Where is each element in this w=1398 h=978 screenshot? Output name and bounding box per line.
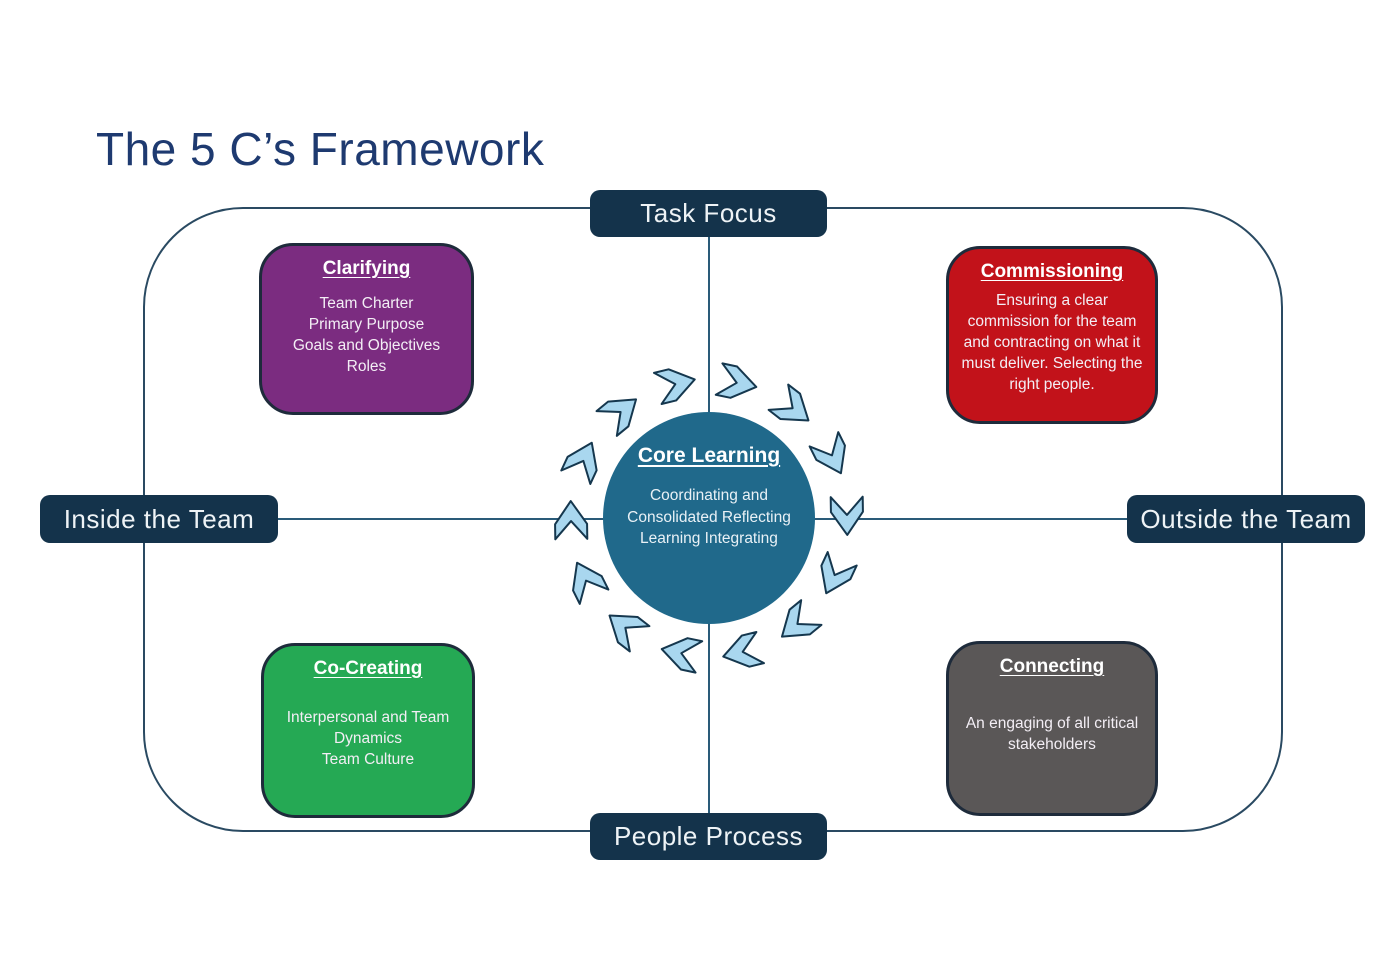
core-learning-circle	[603, 412, 815, 624]
page-title: The 5 C’s Framework	[96, 123, 545, 175]
card-title: Commissioning	[980, 261, 1124, 282]
core-learning-label-group: Core Learning Coordinating and Consolida…	[604, 444, 814, 550]
card-text-line: Team Charter	[319, 295, 414, 312]
card-text-line: Goals and Objectives	[292, 337, 441, 355]
axis-label-inside-the-team: Inside the Team	[40, 495, 278, 543]
quadrant-card-connecting: Connecting An engaging of all critical s…	[946, 641, 1158, 816]
core-learning-title: Core Learning	[637, 444, 781, 467]
card-body: Interpersonal and Team Dynamics Team Cul…	[276, 707, 460, 770]
axis-label-people-process: People Process	[590, 813, 827, 860]
quadrant-card-co-creating: Co-Creating Interpersonal and Team Dynam…	[261, 643, 475, 818]
quadrant-card-clarifying: Clarifying Team Charter Primary Purpose …	[259, 243, 474, 415]
card-title: Clarifying	[322, 258, 411, 279]
core-learning-text-line: Coordinating and	[649, 487, 769, 504]
axis-label-outside-the-team: Outside the Team	[1127, 495, 1365, 543]
card-title: Co-Creating	[313, 658, 423, 679]
card-body: An engaging of all critical stakeholders	[965, 715, 1139, 754]
card-text-line: Interpersonal and Team Dynamics	[286, 709, 450, 748]
card-text-line: Roles	[346, 358, 387, 376]
chevron-ring-icon	[554, 362, 864, 674]
card-text-line: Team Culture	[321, 751, 415, 769]
axis-label-task-focus: Task Focus	[590, 190, 827, 237]
core-learning-text-line: Consolidated Reflecting	[627, 508, 791, 526]
card-text-line: Primary Purpose	[308, 316, 425, 334]
card-title: Connecting	[999, 656, 1105, 677]
core-learning-text-line: Learning Integrating	[640, 530, 778, 548]
quadrant-card-commissioning: Commissioning Ensuring a clear commissio…	[946, 246, 1158, 424]
card-body: Ensuring a clear commission for the team…	[961, 292, 1143, 394]
learning-cycle-graphic	[554, 362, 864, 674]
card-body: Team Charter Primary Purpose Goals and O…	[274, 293, 459, 377]
